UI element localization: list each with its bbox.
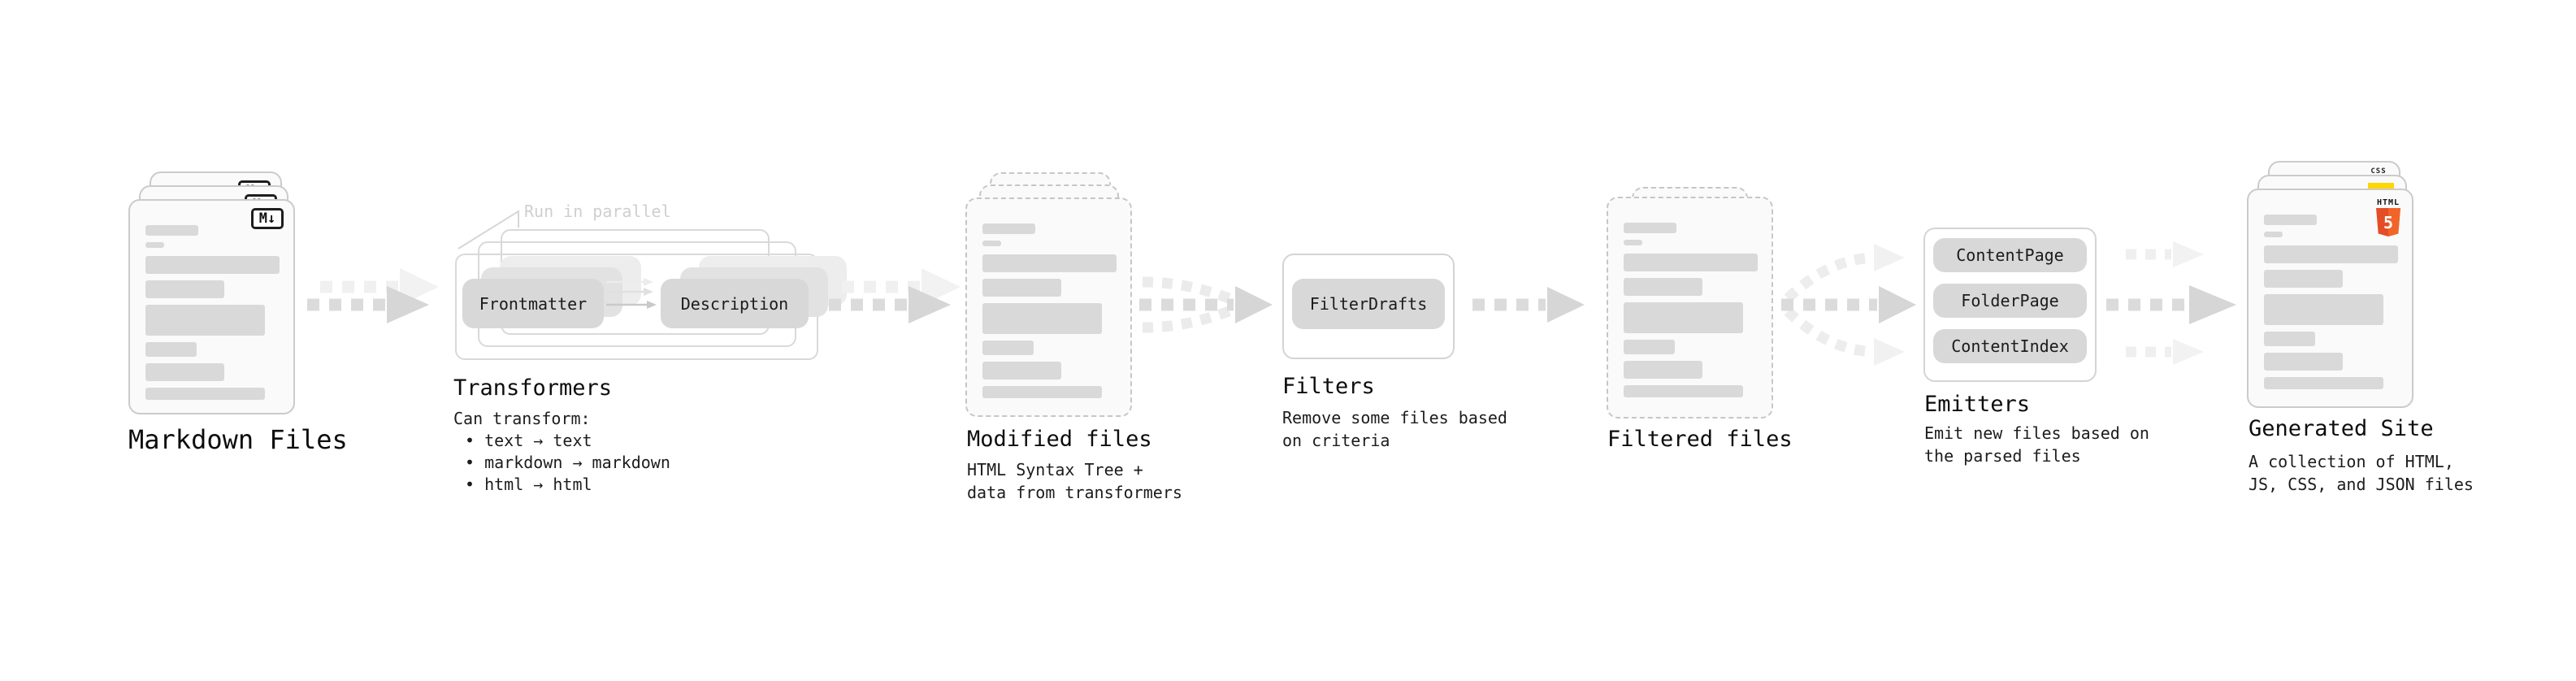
arrow-emitters-to-site	[2106, 241, 2236, 365]
file-content-placeholder	[982, 223, 1117, 398]
modified-files-description: HTML Syntax Tree + data from transformer…	[967, 460, 1182, 502]
frontmatter-pill: Frontmatter	[462, 279, 604, 328]
transformers-description: Can transform: • text → text • markdown …	[453, 408, 670, 496]
transformers-desc-title: Can transform:	[453, 409, 591, 428]
file-content-placeholder	[145, 225, 280, 400]
description-pill: Description	[661, 279, 809, 328]
filtered-files-node	[1607, 187, 1802, 431]
run-in-parallel-annotation: Run in parallel	[524, 202, 671, 221]
file-content-placeholder	[1624, 223, 1758, 397]
modified-file-card-front	[965, 197, 1132, 417]
markdown-files-label: Markdown Files	[128, 424, 348, 455]
transform-bullet: • text → text	[465, 431, 592, 450]
transform-arrows	[606, 278, 657, 309]
emitters-label: Emitters	[1924, 392, 2031, 417]
markdown-file-card-front: M↓	[128, 199, 295, 414]
arrow-transformers-to-modified	[829, 268, 961, 323]
modified-files-label: Modified files	[967, 427, 1152, 452]
folderpage-pill: FolderPage	[1933, 284, 2087, 318]
emitters-description: Emit new files based on the parsed files	[1924, 423, 2149, 466]
arrow-markdown-to-transformers	[307, 268, 439, 323]
filterdrafts-pill: FilterDrafts	[1292, 279, 1445, 329]
modified-files-node	[965, 172, 1160, 424]
transform-bullet: • markdown → markdown	[465, 453, 670, 472]
arrow-filters-to-filtered	[1472, 287, 1585, 323]
generated-site-label: Generated Site	[2249, 416, 2434, 441]
transform-bullet: • html → html	[465, 475, 592, 494]
svg-text:5: 5	[2383, 213, 2393, 232]
file-content-placeholder	[2264, 215, 2398, 389]
contentindex-pill: ContentIndex	[1933, 329, 2087, 363]
filters-description: Remove some files based on criteria	[1282, 408, 1507, 450]
html5-icon: HTML 5	[2374, 198, 2402, 241]
markdown-icon: M↓	[251, 208, 284, 229]
generated-site-description: A collection of HTML, JS, CSS, and JSON …	[2249, 452, 2474, 494]
filtered-files-label: Filtered files	[1607, 427, 1793, 452]
run-in-parallel-callout-line	[458, 210, 519, 249]
transformers-node: Frontmatter Description	[452, 200, 847, 371]
arrow-modified-to-filters	[1139, 276, 1273, 333]
contentpage-pill: ContentPage	[1933, 238, 2087, 272]
filtered-file-card-front	[1607, 197, 1773, 419]
filters-label: Filters	[1282, 374, 1375, 399]
arrow-filtered-to-emitters	[1781, 244, 1916, 366]
generated-site-node: CSS HTML 5	[2247, 161, 2442, 413]
markdown-files-node: M↓ M↓ M↓	[128, 171, 323, 415]
transformers-label: Transformers	[453, 375, 613, 401]
html-file-card: HTML 5	[2247, 189, 2413, 408]
